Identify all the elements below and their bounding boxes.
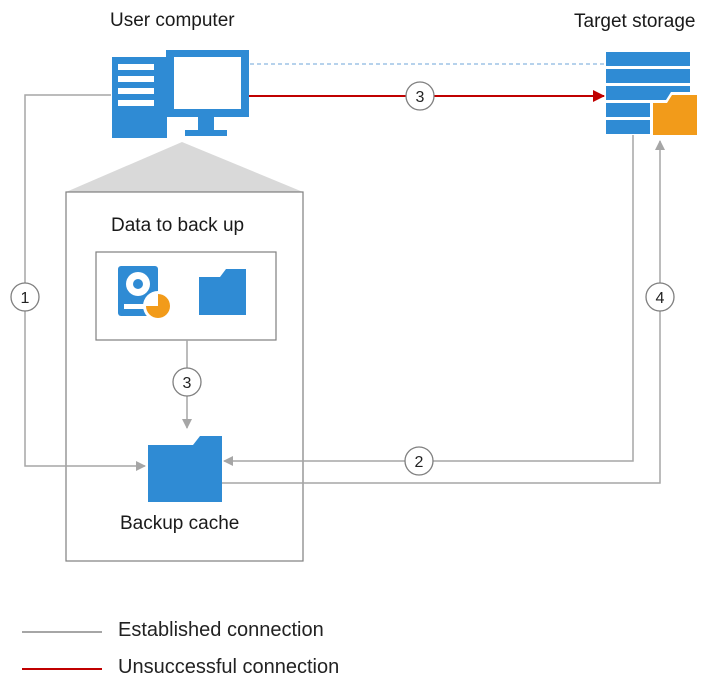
step-label-1: 1: [21, 290, 30, 307]
disk-icon: [118, 266, 173, 321]
step-badge-3-inner: 3: [172, 367, 202, 397]
step-badge-3-top: 3: [405, 81, 435, 111]
data-to-back-up-box: [95, 251, 277, 341]
backup-cache-folder-icon: [148, 436, 222, 502]
connection-line-4: [222, 140, 665, 484]
step-badge-1: 1: [10, 282, 40, 312]
legend-established-label: Established connection: [118, 619, 324, 641]
step-label-2: 2: [415, 454, 424, 471]
data-folder-icon: [199, 269, 246, 315]
user-computer-label: User computer: [110, 10, 235, 31]
step-label-3-inner: 3: [183, 375, 192, 392]
backup-cache-label: Backup cache: [120, 513, 240, 534]
computer-contents-box: [65, 191, 304, 562]
user-computer-icon: [112, 50, 249, 138]
connection-line-2: [223, 135, 634, 466]
connection-line-1: [24, 94, 146, 471]
step-label-3-top: 3: [416, 89, 425, 106]
data-to-back-up-label: Data to back up: [111, 215, 245, 236]
target-storage-label: Target storage: [574, 11, 696, 32]
step-label-4: 4: [656, 290, 665, 307]
step-badge-4: 4: [645, 282, 675, 312]
legend-unsuccessful-label: Unsuccessful connection: [118, 656, 340, 678]
step-badge-2: 2: [404, 446, 434, 476]
zoom-triangle: [66, 142, 303, 192]
target-storage-icon: [606, 52, 700, 138]
